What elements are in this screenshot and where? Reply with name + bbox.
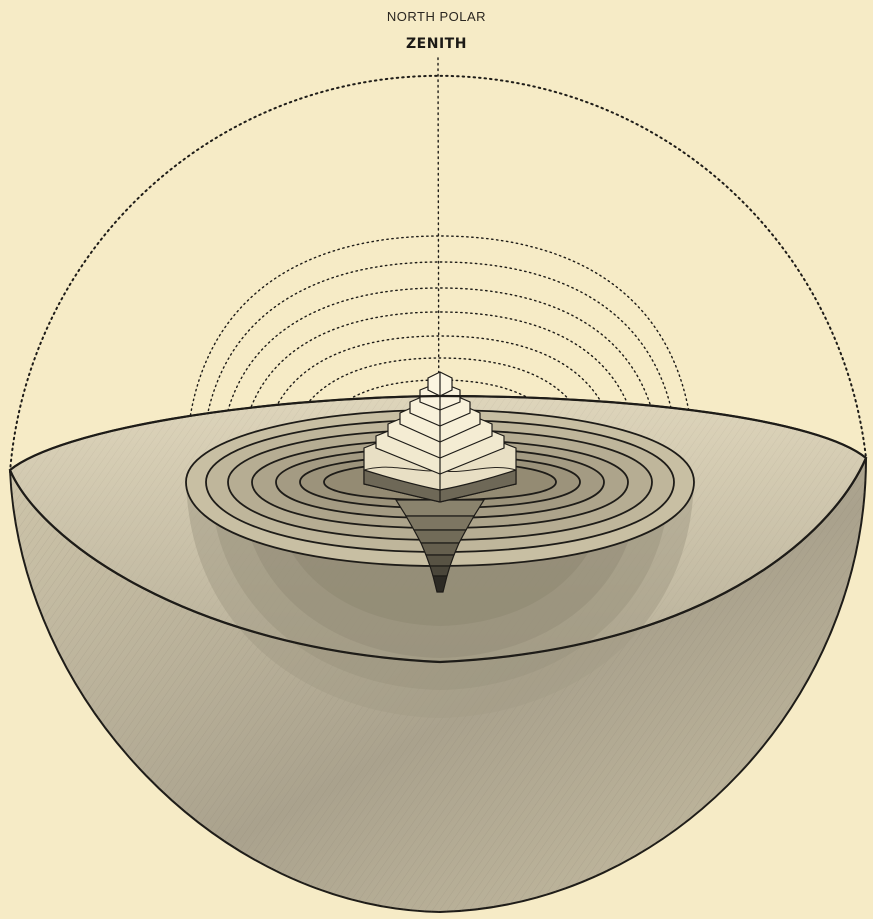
upper-stepped-pyramid — [364, 372, 516, 502]
